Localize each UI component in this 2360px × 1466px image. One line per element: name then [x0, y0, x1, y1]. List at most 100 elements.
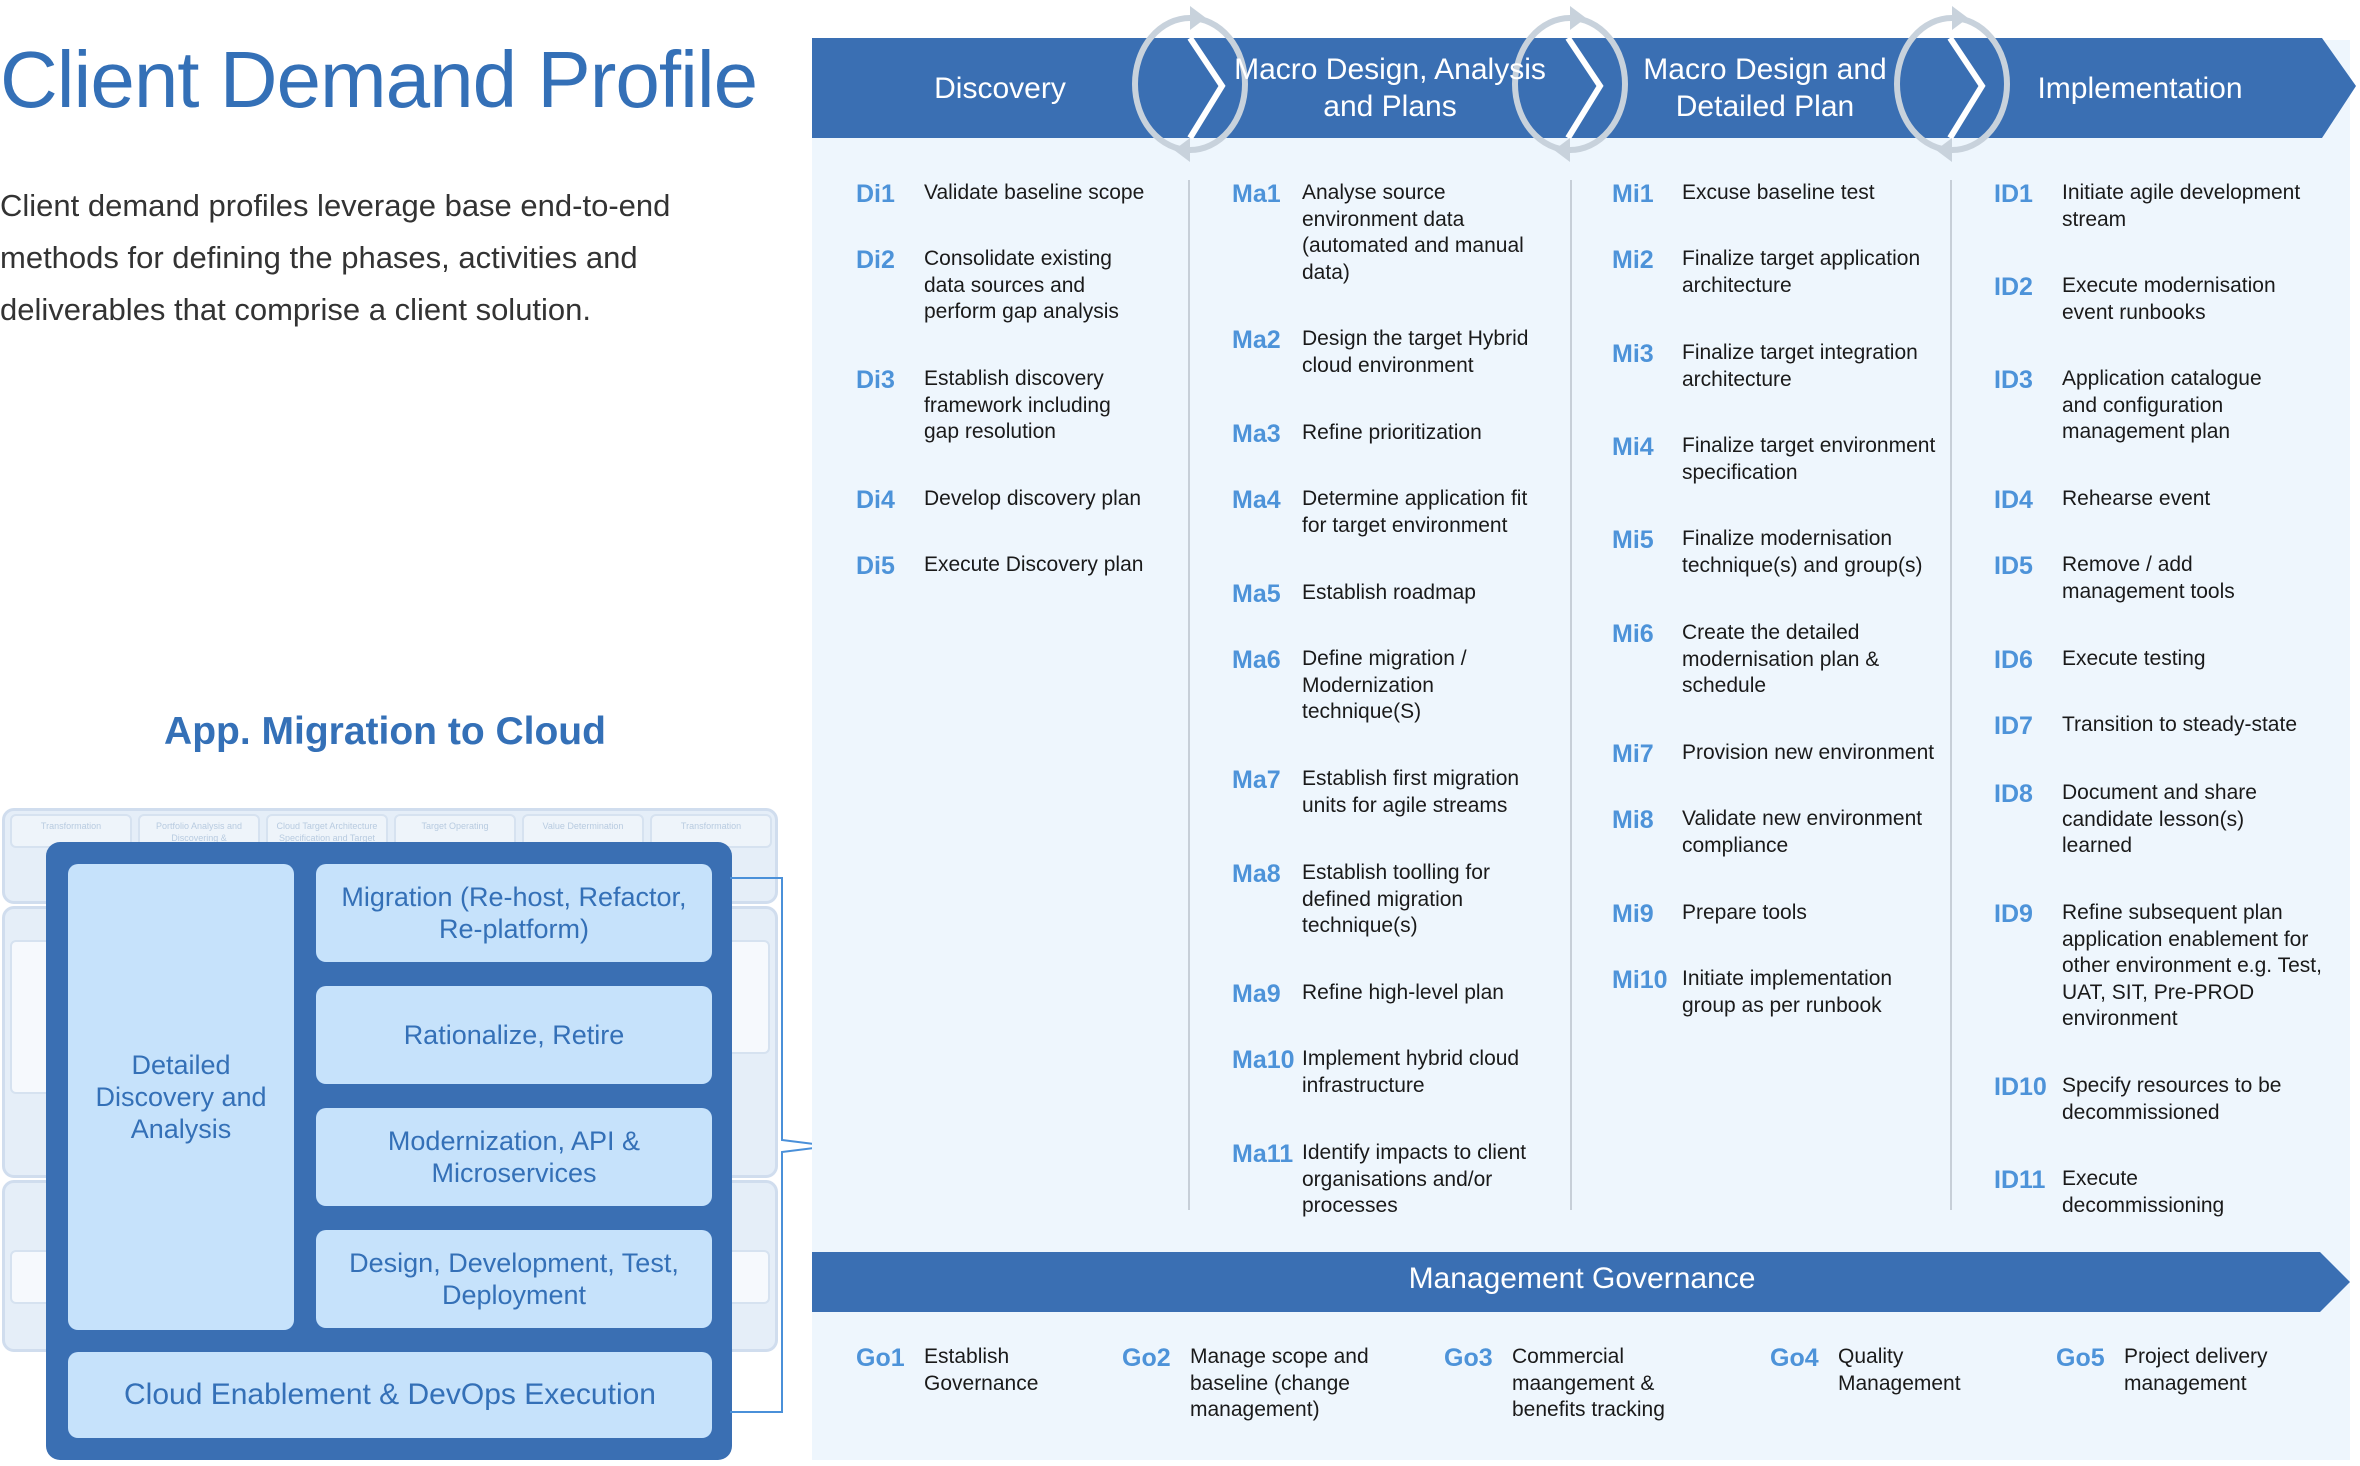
activity-text: Prepare tools: [1682, 901, 1807, 924]
governance-text: Quality Management: [1838, 1345, 1961, 1395]
activity-item: Mi6 Create the detailed modernisation pla…: [1612, 620, 1902, 700]
activity-code: Mi1: [1612, 180, 1654, 208]
activity-code: Ma8: [1232, 860, 1281, 888]
activity-code: ID6: [1994, 646, 2033, 674]
activity-code: Di5: [856, 552, 895, 580]
activity-item: Ma2 Design the target Hybrid cloud enviro…: [1232, 326, 1542, 379]
activity-code: Mi2: [1612, 246, 1654, 274]
page-title: Client Demand Profile: [0, 35, 758, 124]
activity-code: Mi6: [1612, 620, 1654, 648]
design-development-box: Design, Development, Test, Deployment: [316, 1230, 712, 1328]
activity-item: ID7 Transition to steady-state: [1994, 712, 2322, 741]
activity-code: ID9: [1994, 900, 2033, 928]
activity-text: Develop discovery plan: [924, 487, 1142, 510]
detailed-discovery-box: Detailed Discovery and Analysis: [68, 864, 294, 1330]
activity-code: Ma11: [1232, 1140, 1294, 1168]
activity-text: Validate baseline scope: [924, 181, 1145, 204]
activity-code: Ma7: [1232, 766, 1281, 794]
activity-code: ID2: [1994, 273, 2033, 301]
governance-arrow-bar: [812, 1252, 2350, 1312]
activity-code: Di4: [856, 486, 895, 514]
phase-title-macro-design-analysis: Macro Design, Analysis and Plans: [1234, 53, 1546, 123]
activity-code: Di1: [856, 180, 895, 208]
activity-code: ID11: [1994, 1166, 2046, 1194]
activity-text: Refine subsequent plan application enabl…: [2062, 901, 2322, 1030]
activity-text: Transition to steady-state: [2062, 713, 2297, 736]
governance-code: Go2: [1122, 1344, 1171, 1372]
activity-text: Finalize target integration architecture: [1682, 341, 1918, 391]
activity-item: Mi4 Finalize target environment specifica…: [1612, 433, 1944, 486]
migration-box: Migration (Re-host, Refactor, Re-platfor…: [316, 864, 712, 962]
activity-item: ID11 Execute decommissioning: [1994, 1166, 2282, 1219]
activity-text: Define migration / Modernization techniq…: [1302, 647, 1467, 723]
governance-text: Project delivery management: [2124, 1345, 2268, 1395]
process-panel: [812, 40, 2350, 1460]
activity-code: ID1: [1994, 180, 2033, 208]
activity-item: Ma4 Determine application fit for target …: [1232, 486, 1542, 539]
activity-item: Mi3 Finalize target integration architect…: [1612, 340, 1942, 393]
activity-text: Finalize modernisation technique(s) and …: [1682, 527, 1923, 577]
activity-text: Design the target Hybrid cloud environme…: [1302, 327, 1529, 377]
activity-text: Analyse source environment data (automat…: [1302, 181, 1524, 284]
activity-code: Di3: [856, 366, 895, 394]
activity-item: Ma1 Analyse source environment data (auto…: [1232, 180, 1538, 286]
activity-code: ID8: [1994, 780, 2033, 808]
activity-text: Specify resources to be decommissioned: [2062, 1074, 2282, 1124]
phase-title-discovery: Discovery: [934, 71, 1066, 105]
activity-item: Mi1 Excuse baseline test: [1612, 180, 1942, 209]
activity-text: Determine application fit for target env…: [1302, 487, 1528, 537]
activity-code: ID4: [1994, 486, 2033, 514]
activity-item: Mi8 Validate new environment compliance: [1612, 806, 1932, 859]
activity-code: Mi4: [1612, 433, 1654, 461]
governance-code: Go3: [1444, 1344, 1493, 1372]
activity-item: ID8 Document and share candidate lesson(s…: [1994, 780, 2292, 860]
governance-text: Establish Governance: [924, 1345, 1039, 1395]
activity-text: Finalize target environment specificatio…: [1682, 434, 1936, 484]
governance-code: Go1: [856, 1344, 905, 1372]
cloud-enablement-box: Cloud Enablement & DevOps Execution: [68, 1352, 712, 1438]
activity-code: ID7: [1994, 712, 2033, 740]
activity-item: ID1 Initiate agile development stream: [1994, 180, 2312, 233]
governance-text: Manage scope and baseline (change manage…: [1190, 1345, 1369, 1421]
activity-item: ID9 Refine subsequent plan application en…: [1994, 900, 2322, 1033]
governance-item: Go1 Establish Governance: [856, 1344, 1064, 1397]
activity-text: Refine prioritization: [1302, 421, 1482, 444]
activity-code: Ma1: [1232, 180, 1281, 208]
activity-code: Mi9: [1612, 900, 1654, 928]
activity-text: Establish toolling for defined migration…: [1302, 861, 1490, 937]
activity-text: Establish roadmap: [1302, 581, 1476, 604]
activity-code: Mi7: [1612, 740, 1654, 768]
activity-item: Di1 Validate baseline scope: [856, 180, 1174, 209]
activity-item: Di3 Establish discovery framework includi…: [856, 366, 1144, 446]
thumbnail-title: App. Migration to Cloud: [164, 710, 606, 753]
activity-text: Identify impacts to client organisations…: [1302, 1141, 1527, 1217]
activity-code: Mi8: [1612, 806, 1654, 834]
activity-text: Document and share candidate lesson(s) l…: [2062, 781, 2257, 857]
activity-text: Establish discovery framework including …: [924, 367, 1111, 443]
activity-code: Mi3: [1612, 340, 1654, 368]
activity-text: Execute testing: [2062, 647, 2206, 670]
activity-code: Ma2: [1232, 326, 1281, 354]
governance-item: Go2 Manage scope and baseline (change man…: [1122, 1344, 1386, 1424]
activity-text: Validate new environment compliance: [1682, 807, 1923, 857]
activity-text: Execute decommissioning: [2062, 1167, 2225, 1217]
governance-title: Management Governance: [1408, 1262, 1756, 1295]
activity-item: Ma8 Establish toolling for defined migrat…: [1232, 860, 1522, 940]
activity-text: Initiate agile development stream: [2062, 181, 2301, 231]
activity-text: Create the detailed modernisation plan &…: [1682, 621, 1880, 697]
activity-code: Ma4: [1232, 486, 1281, 514]
activity-text: Excuse baseline test: [1682, 181, 1875, 204]
activity-item: Di4 Develop discovery plan: [856, 486, 1174, 515]
